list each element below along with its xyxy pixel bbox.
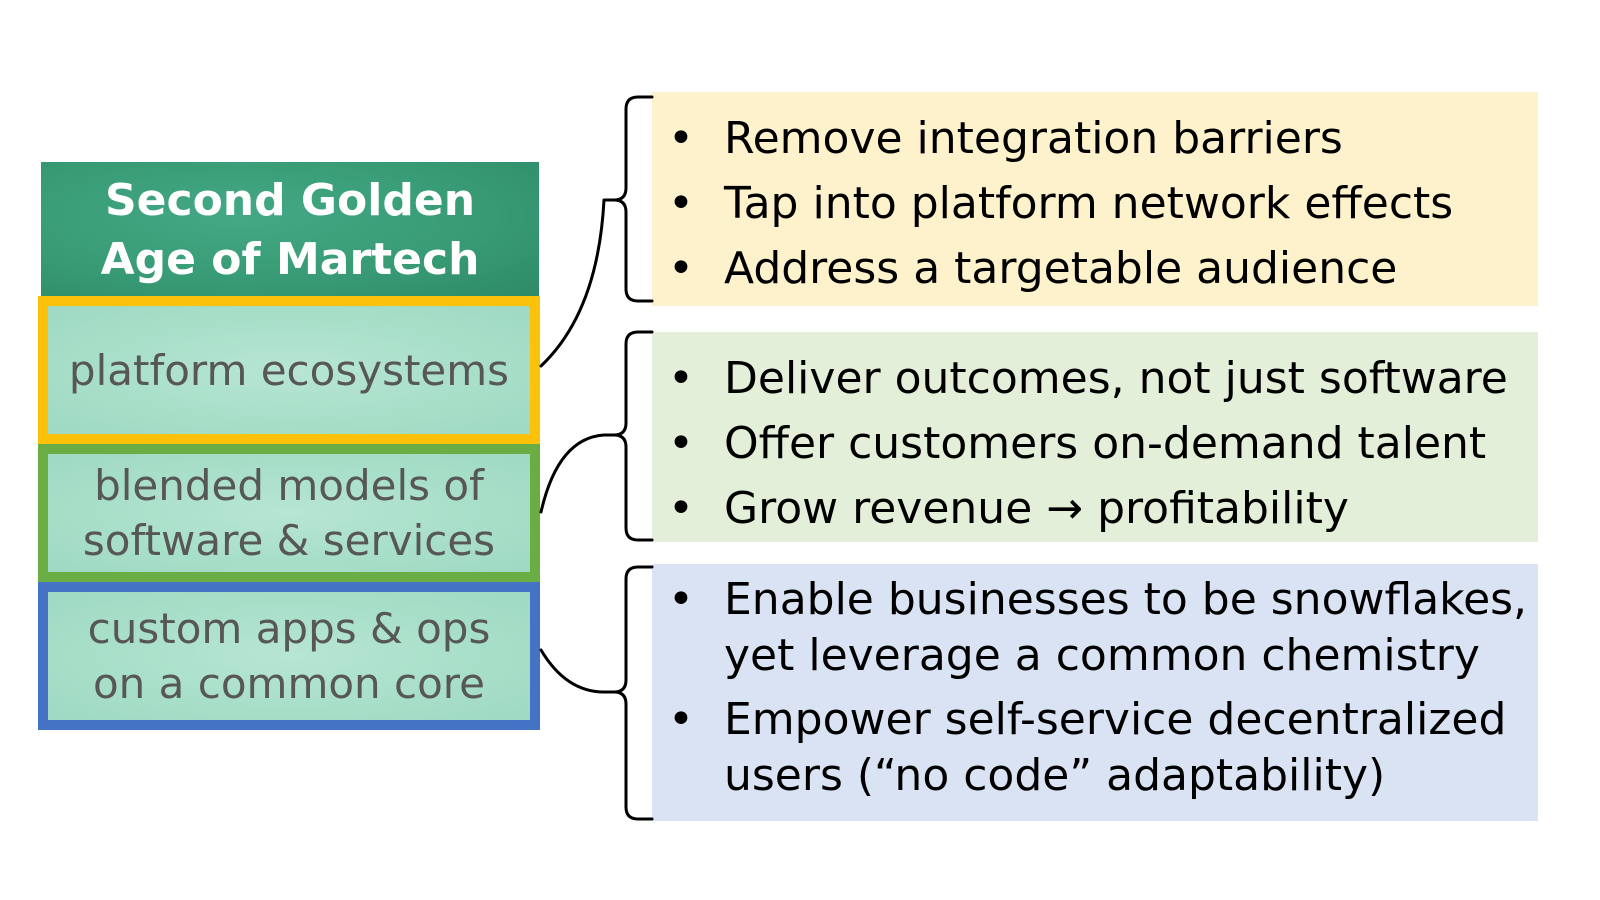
layer-label-line-1: custom apps & ops [87,604,491,653]
list-item: • Grow revenue → profitability [668,476,1538,541]
bullet-icon: • [668,694,694,745]
bullet-icon: • [668,178,694,229]
bullet-icon: • [668,418,694,469]
bracket-top [612,95,654,303]
bullet-icon: • [668,483,694,534]
layer-blended-models: blended models of software & services [38,444,540,582]
panel-blended-benefits: • Deliver outcomes, not just software • … [652,332,1538,542]
stack-header: Second Golden Age of Martech [41,162,539,296]
connector-top [539,198,616,368]
list-item-text: Remove integration barriers [724,113,1343,164]
list-item-text: Deliver outcomes, not just software [724,353,1508,404]
bracket-bottom [612,565,654,821]
bullet-list: • Enable businesses to be snowflakes, ye… [668,564,1538,804]
stack-header-line-2: Age of Martech [100,234,480,285]
list-item: • Address a targetable audience [668,236,1538,301]
layer-label: platform ecosystems [68,345,510,395]
stack-header-line-1: Second Golden [104,175,476,226]
layer-label-line-1: blended models of [94,461,484,510]
bullet-list: • Remove integration barriers • Tap into… [668,92,1538,301]
list-item-text: Tap into platform network effects [724,178,1454,229]
list-item: • Empower self-service decentralized use… [668,692,1538,804]
list-item-text-line-1: Enable businesses to be snowflakes, [724,574,1528,625]
panel-custom-benefits: • Enable businesses to be snowflakes, ye… [652,564,1538,821]
bullet-icon: • [668,574,694,625]
list-item-text-line-2: users (“no code” adaptability) [724,750,1386,801]
list-item: • Enable businesses to be snowflakes, ye… [668,572,1538,684]
list-item-text: Offer customers on-demand talent [724,418,1487,469]
bullet-list: • Deliver outcomes, not just software • … [668,332,1538,541]
list-item-text: Address a targetable audience [724,243,1398,294]
list-item-text-line-1: Empower self-service decentralized [724,694,1507,745]
list-item: • Remove integration barriers [668,106,1538,171]
connector-bottom [539,648,616,694]
list-item-text: Grow revenue → profitability [724,483,1349,534]
bullet-icon: • [668,243,694,294]
list-item-text-line-2: yet leverage a common chemistry [724,630,1480,681]
bracket-middle [612,330,654,542]
layer-label-line-2: software & services [82,516,496,565]
list-item: • Offer customers on-demand talent [668,411,1538,476]
bullet-icon: • [668,353,694,404]
list-item: • Deliver outcomes, not just software [668,346,1538,411]
list-item: • Tap into platform network effects [668,171,1538,236]
layer-platform-ecosystems: platform ecosystems [38,296,540,444]
bullet-icon: • [668,113,694,164]
layer-label-line-2: on a common core [92,659,485,708]
connector-middle [539,433,616,514]
layer-custom-apps: custom apps & ops on a common core [38,582,540,730]
panel-platform-benefits: • Remove integration barriers • Tap into… [652,92,1538,306]
